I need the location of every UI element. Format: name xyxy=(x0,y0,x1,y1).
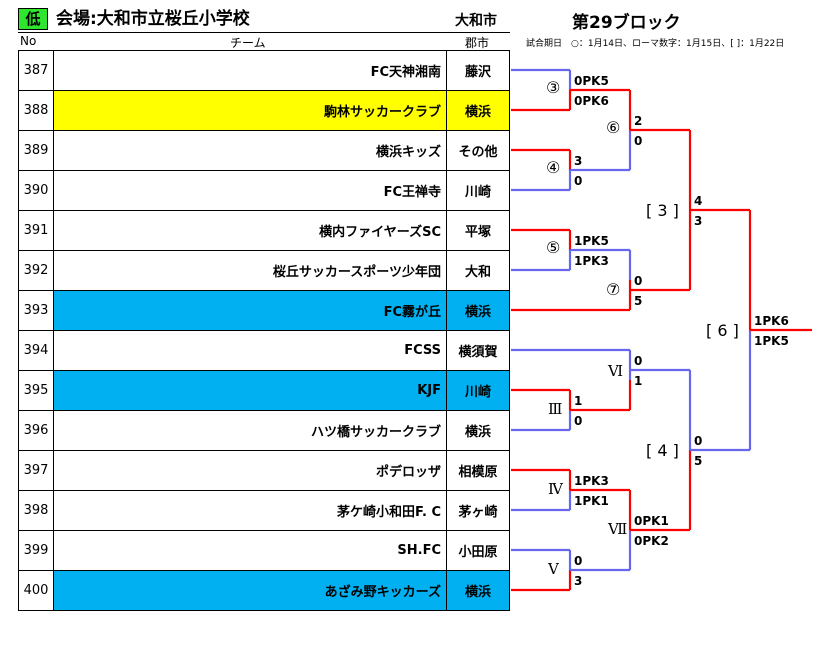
match-VII-bottom-score: 0PK2 xyxy=(634,534,669,548)
match-label-III: Ⅲ xyxy=(548,400,563,418)
match-label-VII: Ⅶ xyxy=(608,520,628,538)
match-3-top-score: 0PK5 xyxy=(574,74,609,88)
team-number: 395 xyxy=(18,370,54,411)
match-label-IV: Ⅳ xyxy=(548,480,563,498)
team-name: 茅ケ崎小和田F. C xyxy=(53,490,447,531)
schedule-note: 試合期日 ○：1月14日、ローマ数字：1月15日、[ ]：1月22日 xyxy=(526,39,785,49)
match-VI-top-score: 0 xyxy=(634,354,643,368)
team-city: 横浜 xyxy=(446,90,510,131)
match-label-VI: Ⅵ xyxy=(608,362,624,380)
match-4-top-score: 3 xyxy=(574,154,583,168)
match-label-6: ⑥ xyxy=(606,118,621,137)
team-city: 平塚 xyxy=(446,210,510,251)
team-name: 横内ファイヤーズSC xyxy=(53,210,447,251)
col-header-city: 郡市 xyxy=(465,36,490,50)
level-badge: 低 xyxy=(18,8,48,30)
team-city: 相模原 xyxy=(446,450,510,491)
match-VII-top-score: 0PK1 xyxy=(634,514,669,528)
team-number: 391 xyxy=(18,210,54,251)
match-V-top-score: 0 xyxy=(574,554,583,568)
match-7-bottom-score: 5 xyxy=(634,294,643,308)
match-label-3: ③ xyxy=(546,78,561,97)
team-city: 大和 xyxy=(446,250,510,291)
city-label: 大和市 xyxy=(455,13,497,29)
match-VI-bottom-score: 1 xyxy=(634,374,643,388)
col-header-team: チーム xyxy=(230,36,266,50)
team-city: 茅ヶ崎 xyxy=(446,490,510,531)
block-title: 第29ブロック xyxy=(572,13,681,33)
team-number: 390 xyxy=(18,170,54,211)
match-6-bottom-score: 0 xyxy=(634,134,643,148)
team-city: 小田原 xyxy=(446,530,510,571)
team-number: 400 xyxy=(18,570,54,611)
team-name: FC王禅寺 xyxy=(53,170,447,211)
team-name: KJF xyxy=(53,370,447,411)
team-number: 387 xyxy=(18,50,54,91)
match-III-bottom-score: 0 xyxy=(574,414,583,428)
round-6-bottom-score: 1PK5 xyxy=(754,334,789,348)
round-6-top-score: 1PK6 xyxy=(754,314,789,328)
team-number: 389 xyxy=(18,130,54,171)
team-name: あざみ野キッカーズ xyxy=(53,570,447,611)
match-7-top-score: 0 xyxy=(634,274,643,288)
match-5-bottom-score: 1PK3 xyxy=(574,254,609,268)
match-IV-bottom-score: 1PK1 xyxy=(574,494,609,508)
match-3-bottom-score: 0PK6 xyxy=(574,94,609,108)
team-name: FCSS xyxy=(53,330,447,371)
team-city: 川崎 xyxy=(446,170,510,211)
team-number: 393 xyxy=(18,290,54,331)
round-label-3: [ 3 ] xyxy=(646,201,679,220)
team-name: 駒林サッカークラブ xyxy=(53,90,447,131)
round-label-4: [ 4 ] xyxy=(646,441,679,460)
match-IV-top-score: 1PK3 xyxy=(574,474,609,488)
team-number: 397 xyxy=(18,450,54,491)
match-III-top-score: 1 xyxy=(574,394,583,408)
match-V-bottom-score: 3 xyxy=(574,574,583,588)
match-label-V: Ⅴ xyxy=(548,560,559,578)
round-3-top-score: 4 xyxy=(694,194,703,208)
team-name: ハツ橋サッカークラブ xyxy=(53,410,447,451)
match-label-7: ⑦ xyxy=(606,280,621,299)
team-number: 394 xyxy=(18,330,54,371)
match-5-top-score: 1PK5 xyxy=(574,234,609,248)
team-name: FC霧が丘 xyxy=(53,290,447,331)
team-city: 横須賀 xyxy=(446,330,510,371)
match-label-5: ⑤ xyxy=(546,238,561,257)
venue-title: 会場:大和市立桜丘小学校 xyxy=(56,9,250,29)
header-divider xyxy=(18,32,510,33)
round-3-bottom-score: 3 xyxy=(694,214,703,228)
col-header-no: No xyxy=(20,34,37,48)
team-city: 藤沢 xyxy=(446,50,510,91)
team-city: 横浜 xyxy=(446,290,510,331)
team-number: 388 xyxy=(18,90,54,131)
team-city: 横浜 xyxy=(446,570,510,611)
team-number: 398 xyxy=(18,490,54,531)
round-label-6: [ 6 ] xyxy=(706,321,739,340)
team-name: ポデロッザ xyxy=(53,450,447,491)
match-label-4: ④ xyxy=(546,158,561,177)
match-4-bottom-score: 0 xyxy=(574,174,583,188)
round-4-bottom-score: 5 xyxy=(694,454,703,468)
team-name: FC天神湘南 xyxy=(53,50,447,91)
team-city: 横浜 xyxy=(446,410,510,451)
match-6-top-score: 2 xyxy=(634,114,643,128)
round-4-top-score: 0 xyxy=(694,434,703,448)
team-name: 桜丘サッカースポーツ少年団 xyxy=(53,250,447,291)
